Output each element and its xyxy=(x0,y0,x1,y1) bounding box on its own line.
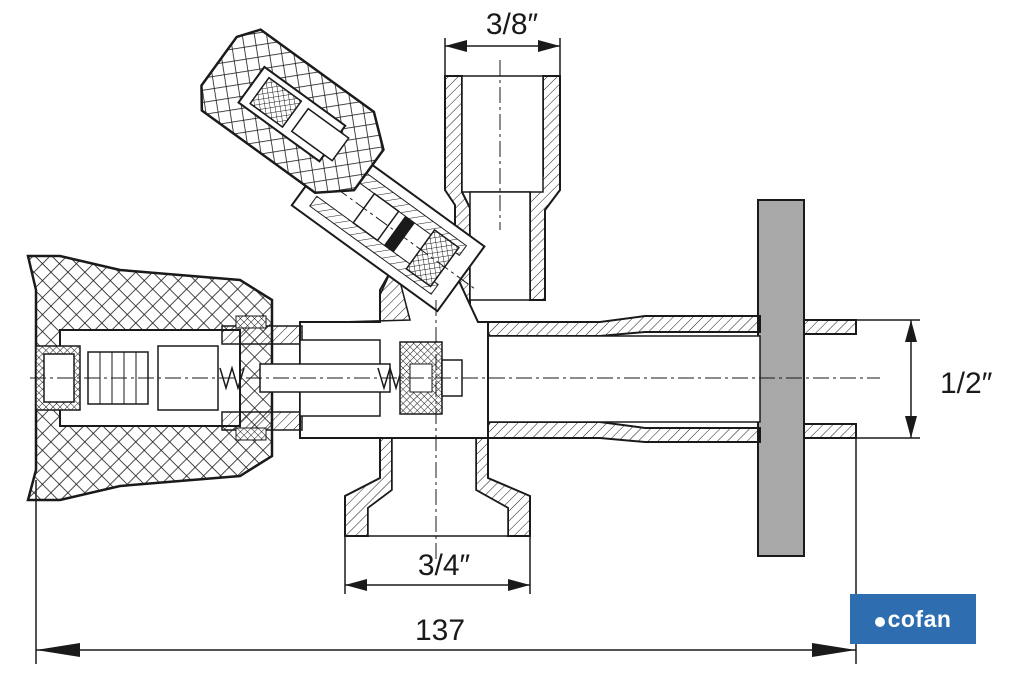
dimension-top-outlet: 3/8″ xyxy=(444,8,561,76)
cofan-logo: cofan xyxy=(850,594,976,644)
label-right-outlet: 1/2″ xyxy=(940,367,993,400)
logo-label: cofan xyxy=(887,605,952,632)
label-overall-length: 137 xyxy=(415,614,465,647)
dimension-bottom-inlet: 3/4″ xyxy=(344,536,531,594)
label-top-outlet: 3/8″ xyxy=(486,8,539,41)
valve-body-horizontal xyxy=(478,315,857,443)
bottom-inlet-pipe xyxy=(344,419,531,537)
dimension-overall-length: 137 xyxy=(35,438,857,664)
dimension-right-outlet: 1/2″ xyxy=(856,319,993,439)
search-dot-icon xyxy=(874,617,885,628)
logo-text: cofan xyxy=(874,605,952,633)
angled-filter-branch xyxy=(290,139,486,313)
label-bottom-inlet: 3/4″ xyxy=(418,549,471,582)
angled-handle xyxy=(200,28,385,195)
